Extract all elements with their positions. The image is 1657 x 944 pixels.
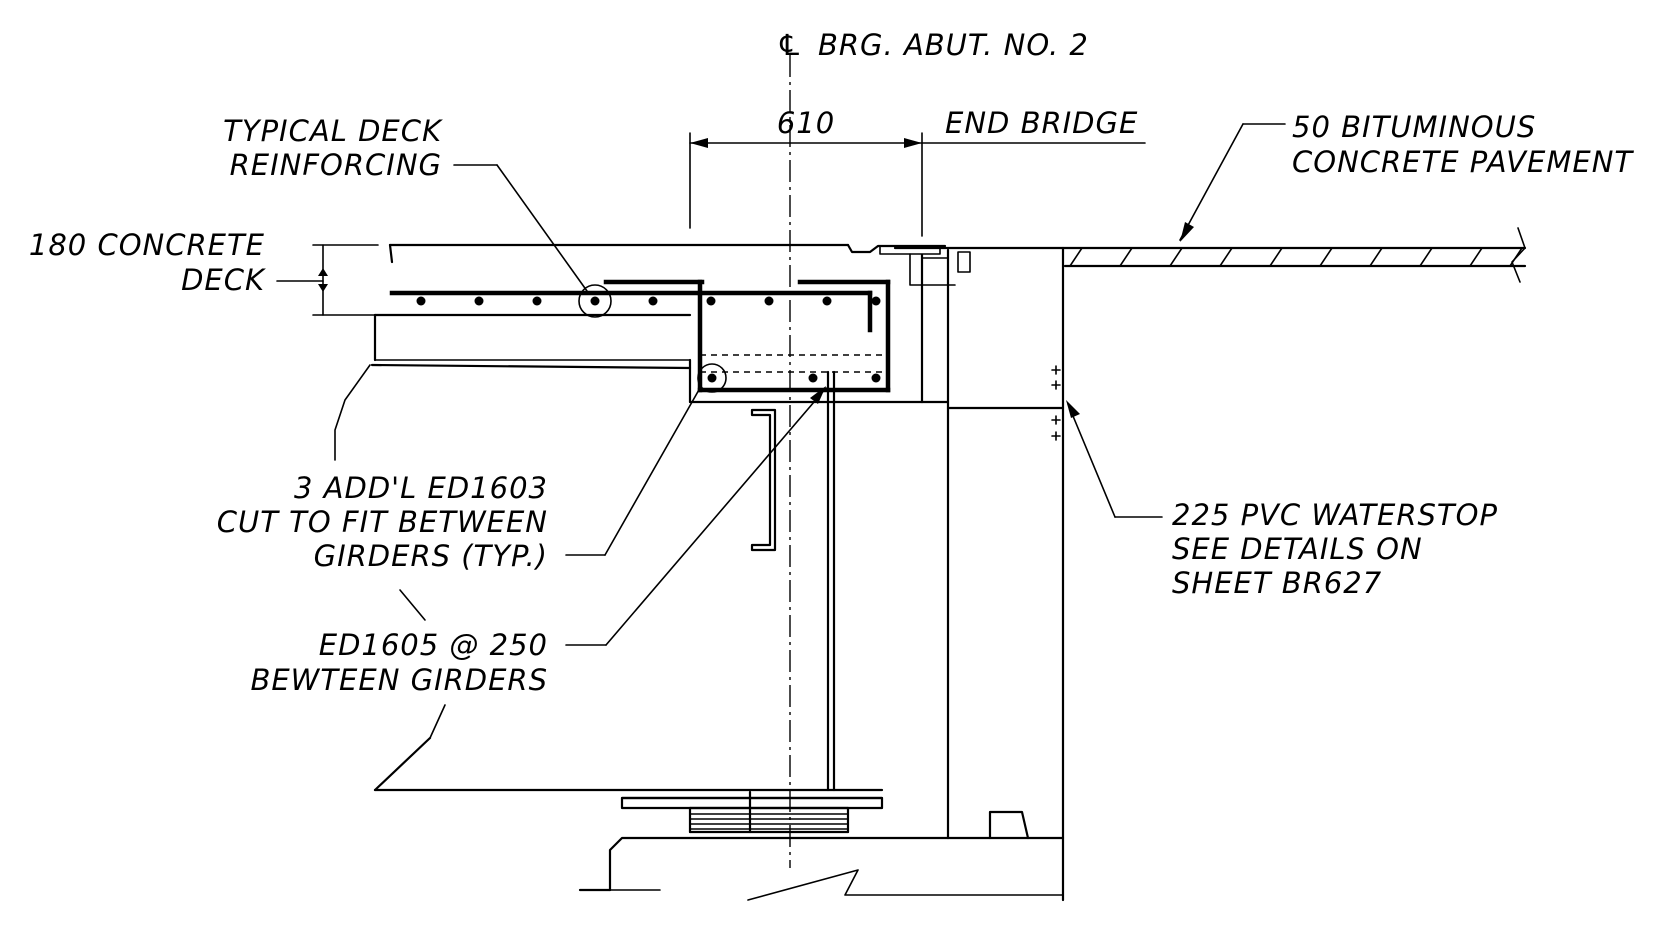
bearing-seat bbox=[578, 836, 1064, 901]
waterstop-label-3: SHEET BR627 bbox=[1172, 566, 1382, 600]
addl-label-2: CUT TO FIT BETWEEN bbox=[217, 505, 548, 539]
addl-bar-leader bbox=[399, 387, 701, 621]
end-bridge-label: END BRIDGE bbox=[945, 106, 1138, 140]
addl-label-1: 3 ADD'L ED1603 bbox=[294, 471, 548, 505]
ed1605-leader bbox=[565, 386, 827, 646]
centerline-label: BRG. ABUT. NO. 2 bbox=[818, 28, 1089, 62]
ed1605-label-2: BEWTEEN GIRDERS bbox=[250, 663, 548, 697]
centerline-symbol: ℄ bbox=[777, 28, 804, 62]
waterstop-label-1: 225 PVC WATERSTOP bbox=[1172, 498, 1498, 532]
steel-girder bbox=[334, 364, 884, 834]
diaphragm-channel bbox=[750, 408, 777, 552]
deck-reinforcing-bars bbox=[389, 279, 891, 393]
dimension-610: 610 END BRIDGE bbox=[689, 106, 1146, 237]
waterstop-marks bbox=[1051, 365, 1061, 441]
waterstop-label-2: SEE DETAILS ON bbox=[1172, 532, 1423, 566]
dimension-label: 610 bbox=[777, 106, 835, 140]
addl-label-3: GIRDERS (TYP.) bbox=[314, 539, 548, 573]
typical-label-2: REINFORCING bbox=[230, 148, 442, 182]
deck-label-2: DECK bbox=[181, 263, 266, 297]
typical-label-1: TYPICAL DECK bbox=[223, 114, 443, 148]
concrete-deck bbox=[370, 243, 950, 404]
bituminous-pavement bbox=[893, 227, 1527, 283]
pavement-leader bbox=[1179, 123, 1286, 242]
expansion-joint-hardware bbox=[879, 245, 976, 286]
pavement-label-2: CONCRETE PAVEMENT bbox=[1292, 145, 1634, 179]
pavement-label-1: 50 BITUMINOUS bbox=[1292, 110, 1536, 144]
typical-reinforcing-leader bbox=[453, 164, 588, 292]
abutment-wall bbox=[946, 246, 1065, 902]
waterstop-leader bbox=[1066, 400, 1163, 518]
deck-thickness-dimension bbox=[276, 244, 379, 316]
deck-label-1: 180 CONCRETE bbox=[29, 228, 265, 262]
ed1605-label-1: ED1605 @ 250 bbox=[319, 628, 548, 662]
rebar-dots bbox=[416, 284, 881, 393]
